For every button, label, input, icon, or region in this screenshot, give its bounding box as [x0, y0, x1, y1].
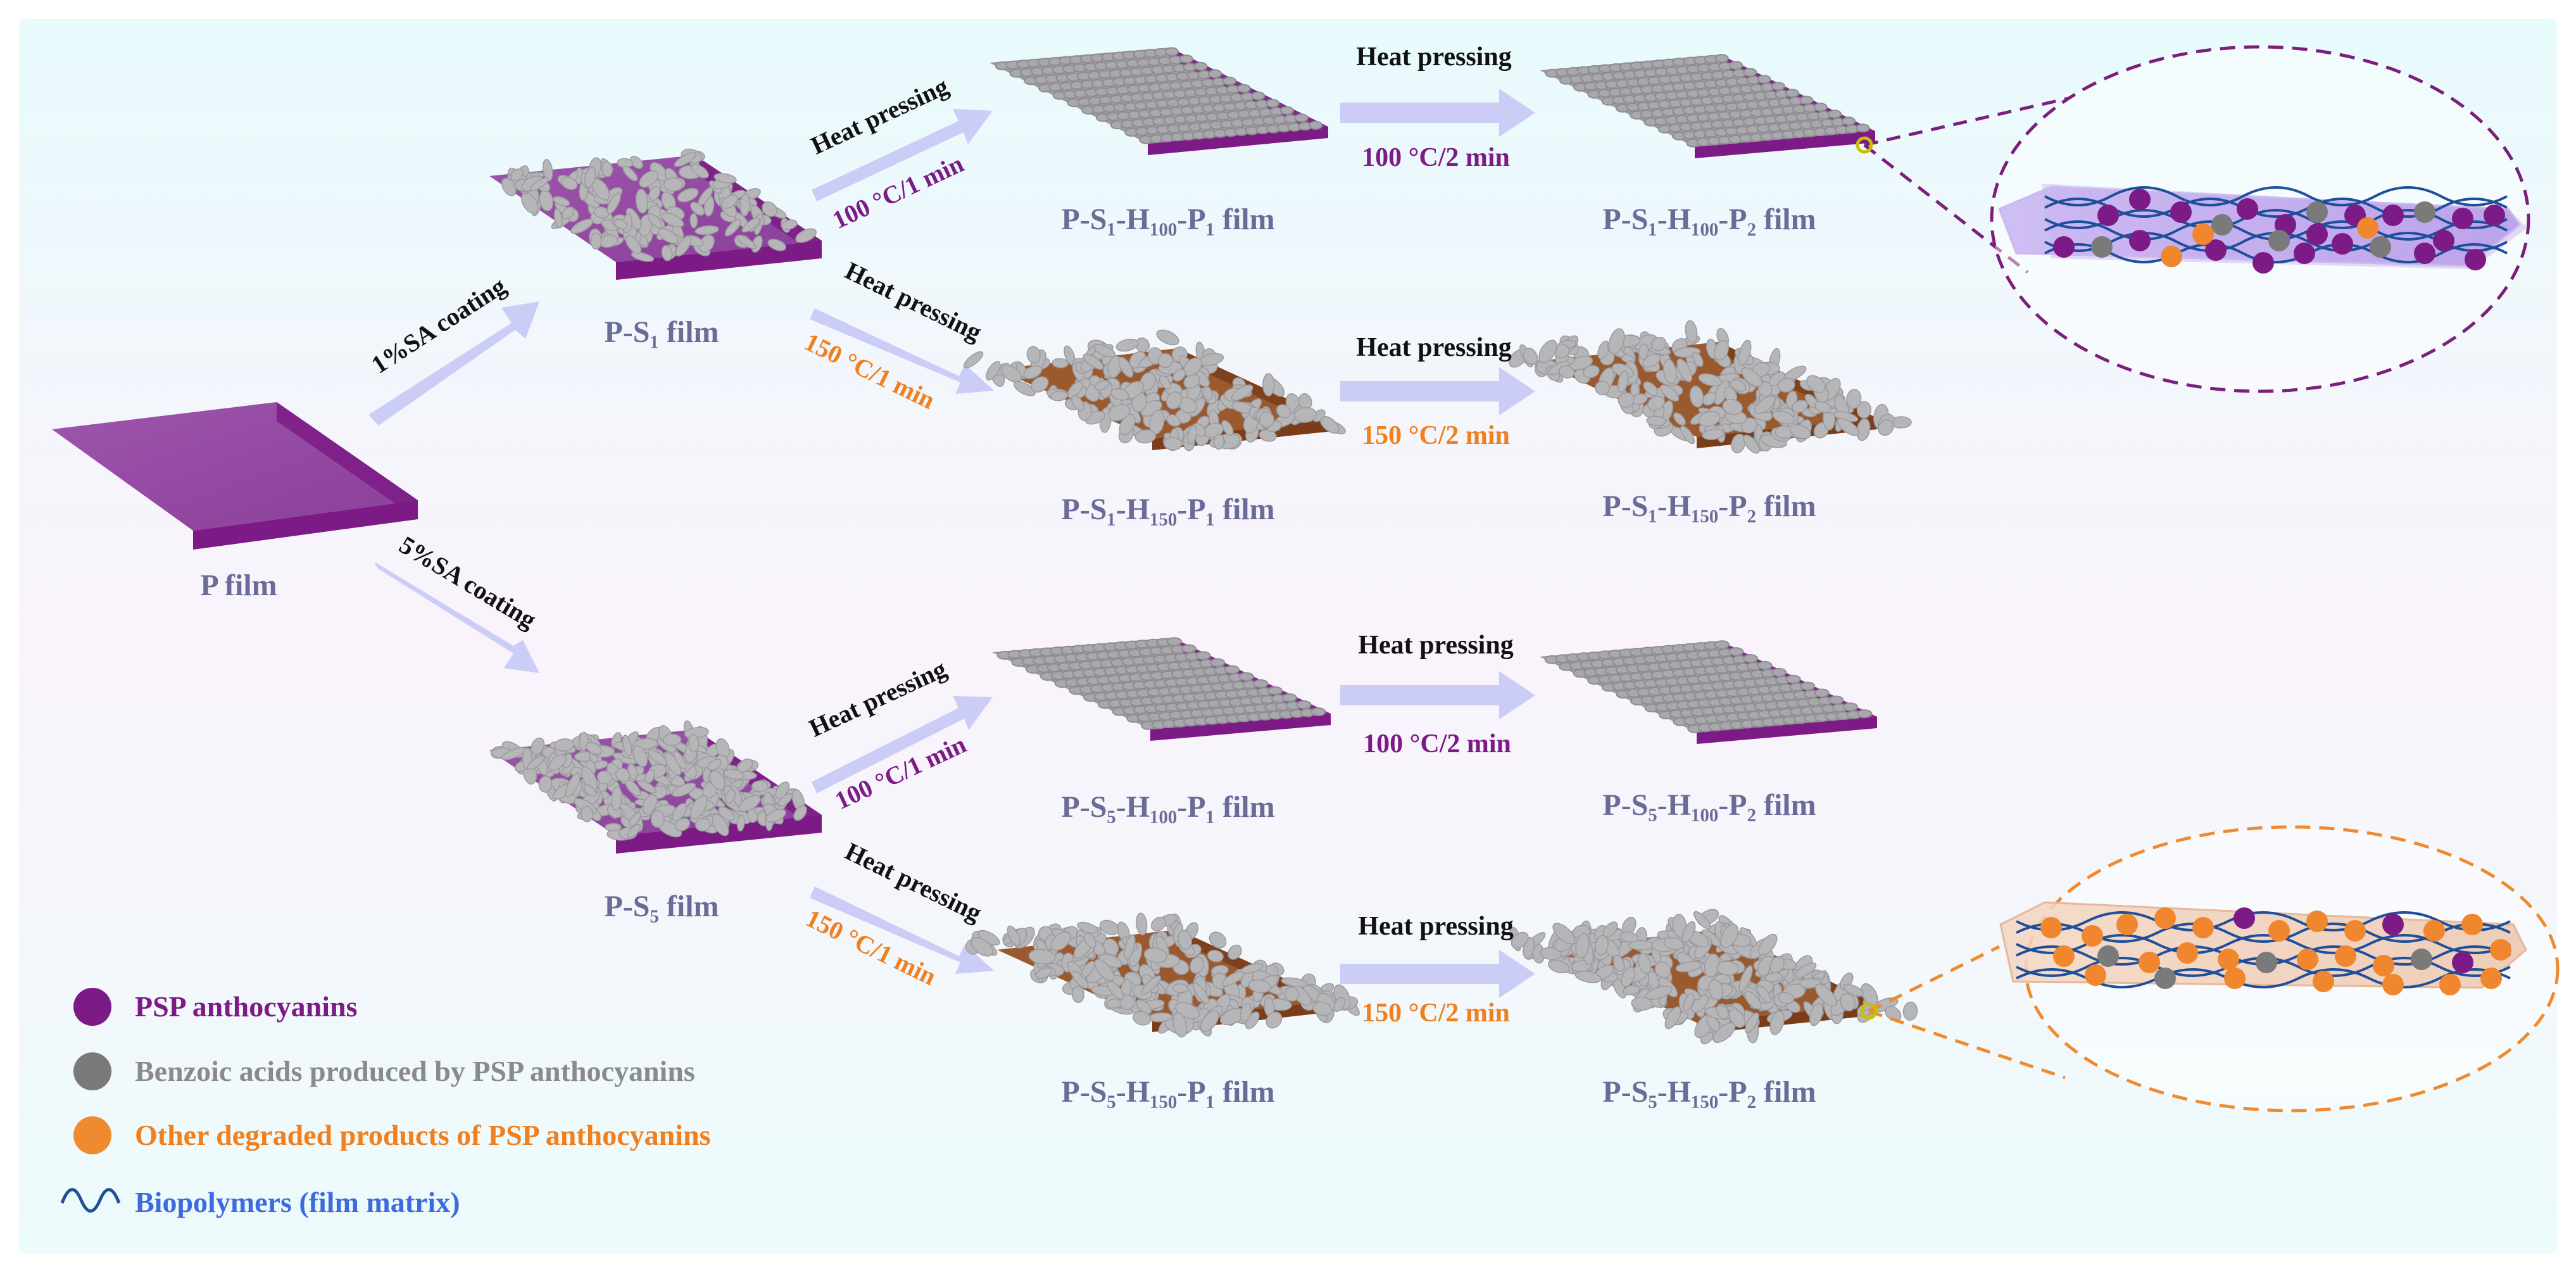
heat-arrow-s5-100 — [812, 696, 993, 793]
coating-arrow-5 — [374, 562, 539, 673]
s1-h150-p2-film — [1509, 320, 1912, 454]
heat-arrow-p2-c — [1340, 671, 1535, 719]
diagram-background — [19, 19, 2557, 1254]
legend-biopolymer-icon — [60, 1188, 121, 1213]
s1-h150-p1-film — [963, 329, 1346, 451]
zoom-line-bottom-1 — [1868, 945, 2001, 1013]
label-s1-h100-p1: P-S₁-H₁₀₀-P₁ film — [1061, 203, 1274, 236]
legend-benzoic-dot — [73, 1052, 111, 1090]
heat-arrow-p2-b — [1340, 367, 1535, 415]
label-s5-h150-p1: P-S₅-H₁₅₀-P₁ film — [1061, 1075, 1274, 1109]
label-ps1-film: P-S₁ film — [604, 315, 719, 349]
lensTop-molecules — [2053, 189, 2505, 274]
ps1-film-flakes — [501, 148, 817, 262]
label-heat-p2-d: Heat pressing — [1358, 912, 1513, 941]
lensBottom-molecules — [2040, 907, 2511, 995]
s5-h150-p2-film — [1509, 909, 1918, 1045]
heat-arrow-s1-150 — [810, 308, 994, 394]
s5-h150-p1-film — [965, 912, 1360, 1038]
zoom-view-s1 — [1990, 45, 2530, 393]
s1-h150-p1-film-flakes — [963, 329, 1346, 451]
legend-other-label: Other degraded products of PSP anthocyan… — [135, 1119, 710, 1151]
legend-benzoic-label: Benzoic acids produced by PSP anthocyani… — [135, 1055, 695, 1087]
legend-psp-dot — [73, 988, 111, 1026]
coating-arrow-1 — [368, 301, 539, 426]
label-s5-h150-p2: P-S₅-H₁₅₀-P₂ film — [1602, 1075, 1816, 1109]
label-s5-h100-p2: P-S₅-H₁₀₀-P₂ film — [1602, 788, 1816, 822]
label-heat-p2-a: Heat pressing — [1356, 42, 1511, 72]
s5-h150-p2-film-flakes — [1509, 909, 1918, 1045]
label-heat-p2-c: Heat pressing — [1358, 631, 1513, 660]
heat-arrow-s5-150 — [810, 886, 994, 974]
label-temp-p2-b: 150 °C/2 min — [1362, 421, 1510, 450]
s1-h100-p2-film-flakes — [1545, 54, 1870, 148]
legend-other-dot — [73, 1116, 111, 1154]
s1-h100-p1-film — [990, 47, 1328, 155]
zoom-view-s5 — [1999, 825, 2560, 1113]
s5-h100-p2-film — [1540, 640, 1877, 744]
s1-h150-p2-film-flakes — [1509, 320, 1912, 454]
label-s1-h150-p1: P-S₁-H₁₅₀-P₁ film — [1061, 493, 1274, 526]
s5-h150-p1-film-flakes — [965, 912, 1360, 1038]
zoom-line-top-1 — [1864, 96, 2070, 147]
label-p-film: P film — [200, 569, 277, 602]
ps5-film — [489, 720, 822, 854]
s5-h100-p1-film-flakes — [996, 637, 1326, 730]
heat-arrow-p2-a — [1340, 89, 1535, 137]
ps5-film-flakes — [490, 720, 807, 841]
label-s5-h100-p1: P-S₅-H₁₀₀-P₁ film — [1061, 790, 1274, 824]
zoom-spot-top — [1856, 136, 1873, 154]
s5-h100-p1-film — [992, 637, 1331, 741]
label-s1-h150-p2: P-S₁-H₁₅₀-P₂ film — [1602, 489, 1816, 523]
heat-arrow-p2-d — [1340, 950, 1535, 998]
legend: PSP anthocyanins Benzoic acids produced … — [60, 988, 710, 1218]
zoom-line-bottom-2 — [1868, 1009, 2066, 1080]
label-temp-p2-c: 100 °C/2 min — [1363, 729, 1511, 759]
zoom-spot-bottom — [1860, 1002, 1878, 1020]
label-ps5-film: P-S₅ film — [604, 890, 719, 923]
s5-h100-p2-film-flakes — [1544, 640, 1873, 733]
label-temp-p2-a: 100 °C/2 min — [1362, 143, 1510, 172]
legend-bio-label: Biopolymers (film matrix) — [135, 1186, 460, 1218]
s1-h100-p2-film — [1540, 54, 1875, 158]
ps1-film — [489, 148, 822, 280]
zoom-line-top-2 — [1863, 144, 2029, 274]
heat-arrow-s1-100 — [812, 109, 993, 201]
s1-h100-p1-film-flakes — [995, 47, 1323, 144]
p-film — [52, 402, 418, 550]
label-s1-h100-p2: P-S₁-H₁₀₀-P₂ film — [1602, 203, 1816, 236]
label-heat-p2-b: Heat pressing — [1356, 333, 1511, 362]
label-temp-p2-d: 150 °C/2 min — [1362, 999, 1510, 1028]
legend-psp-label: PSP anthocyanins — [135, 990, 358, 1023]
